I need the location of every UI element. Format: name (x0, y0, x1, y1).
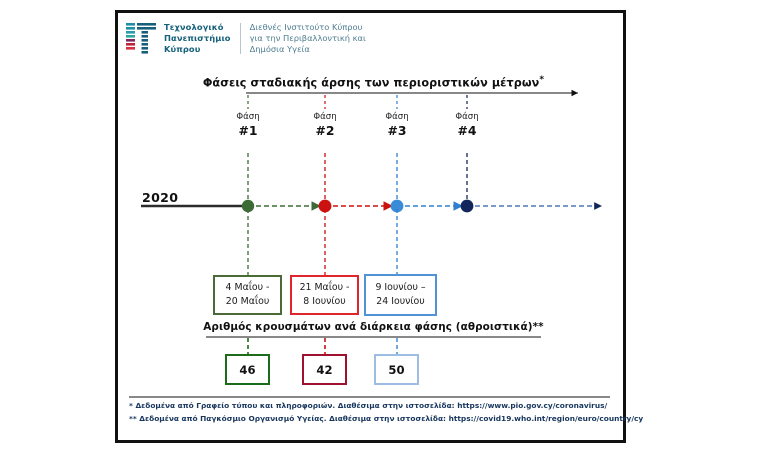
phase-dot-1 (241, 199, 255, 213)
logo-line-1: Τεχνολογικό (164, 22, 224, 32)
phase-number-3: #3 (387, 122, 407, 138)
phase-dot-4 (460, 199, 474, 213)
cases-box-phase-3: 50 (374, 354, 419, 385)
tepak-logo-icon (126, 21, 156, 55)
date-box-2-line-2: 8 Ιουνίου (303, 296, 346, 307)
logo-line-3: Κύπρου (164, 43, 201, 54)
phases-heading: Φάσεις σταδιακής άρσης των περιοριστικών… (118, 75, 629, 90)
phase-label-2: Φάση #2 (295, 112, 355, 138)
phase-number-2: #2 (315, 122, 335, 138)
logo-line-2: Πανεπιστήμιο (164, 32, 231, 43)
cases-heading: Αριθμός κρουσμάτων ανά διάρκεια φάσης (α… (203, 321, 544, 333)
phase-word-3: Φάση (385, 112, 409, 122)
phase-dot-3 (390, 199, 404, 213)
cases-box-phase-1: 46 (225, 354, 270, 385)
footnote-1: * Δεδομένα από Γραφείο τύπου και πληροφο… (129, 401, 608, 410)
logo-sub-2: για την Περιβαλλοντική και (249, 32, 366, 43)
phase-label-4: Φάση #4 (437, 112, 497, 138)
phase-number-1: #1 (238, 122, 258, 138)
date-box-3-line-1: 9 Ιουνίου – (375, 282, 426, 294)
date-box-3-line-2: 24 Ιουνίου (376, 296, 425, 307)
phases-heading-text: Φάσεις σταδιακής άρσης των περιοριστικών… (202, 76, 540, 90)
date-box-phase-2: 21 Μαΐου - 8 Ιουνίου (290, 275, 359, 315)
logo-university-name: Τεχνολογικό Πανεπιστήμιο Κύπρου (164, 21, 231, 55)
date-box-1-line-1: 4 Μαΐου - (225, 282, 270, 294)
phase-word-4: Φάση (455, 112, 479, 122)
cases-value-2: 42 (316, 362, 333, 377)
phases-heading-marker: * (539, 75, 545, 85)
phase-number-4: #4 (457, 122, 477, 138)
date-box-phase-3: 9 Ιουνίου – 24 Ιουνίου (364, 274, 437, 316)
logo-institute-name: Διεθνές Ινστιτούτο Κύπρου για την Περιβα… (250, 21, 366, 55)
date-box-1-line-2: 20 Μαΐου (225, 296, 270, 307)
footnote-2: ** Δεδομένα από Παγκόσμιο Οργανισμό Υγεί… (129, 413, 644, 423)
logo-sub-3: Δημόσια Υγεία (249, 43, 310, 54)
phase-label-1: Φάση #1 (218, 112, 278, 138)
phase-word-2: Φάση (313, 112, 337, 122)
phase-label-3: Φάση #3 (367, 112, 427, 138)
cases-value-3: 50 (388, 362, 405, 377)
date-box-2-line-1: 21 Μαΐου - (299, 282, 350, 294)
year-label: 2020 (142, 190, 179, 205)
logo-sub-1: Διεθνές Ινστιτούτο Κύπρου (249, 22, 363, 32)
phase-dot-2 (318, 199, 332, 213)
phase-word-1: Φάση (236, 112, 260, 122)
poster-frame: Τεχνολογικό Πανεπιστήμιο Κύπρου Διεθνές … (115, 10, 644, 443)
cases-box-phase-2: 42 (302, 354, 347, 385)
institution-logo: Τεχνολογικό Πανεπιστήμιο Κύπρου Διεθνές … (126, 21, 366, 55)
footnotes: * Δεδομένα από Γραφείο τύπου και πληροφο… (129, 400, 644, 426)
logo-divider (239, 23, 241, 54)
cases-value-1: 46 (239, 362, 256, 377)
timeline-graphic (129, 89, 610, 398)
date-box-phase-1: 4 Μαΐου - 20 Μαΐου (213, 275, 282, 315)
